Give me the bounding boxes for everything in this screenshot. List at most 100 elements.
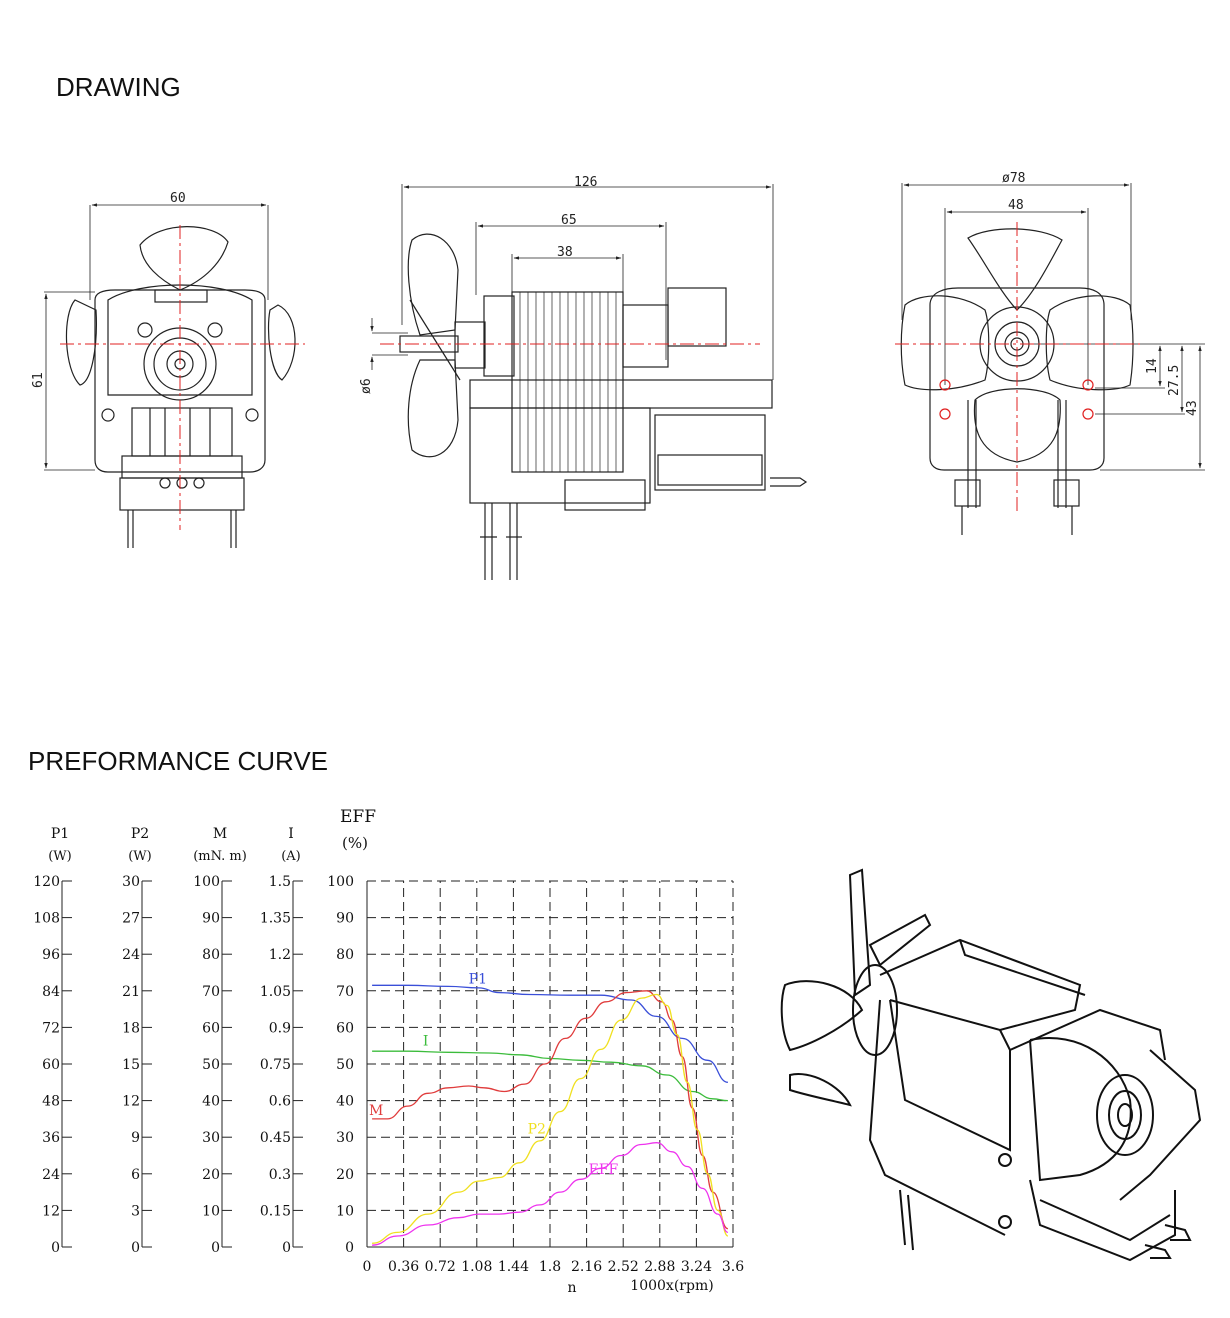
axis-tick-label: 0.6 <box>269 1094 291 1110</box>
chart-axes: P1(W)01224364860728496108120P2(W)0369121… <box>33 807 376 1256</box>
performance-heading: PREFORMANCE CURVE <box>28 746 329 776</box>
axis-tick-label: 12 <box>42 1203 60 1219</box>
dim-hole-pitch: 48 <box>1008 198 1024 213</box>
axis-tick-label: 90 <box>202 911 220 927</box>
dim-fan-diameter: ø78 <box>1002 171 1025 186</box>
axis-tick-label: 60 <box>42 1057 60 1073</box>
series-line-eff <box>372 1142 729 1246</box>
series-line-m <box>372 990 729 1230</box>
axis-tick-label: 0 <box>282 1240 291 1256</box>
motor-illustration <box>780 868 1202 1262</box>
axis-tick-label: 50 <box>336 1057 354 1073</box>
axis-tick-label: 24 <box>122 947 140 963</box>
axis-tick-label: 6 <box>131 1167 140 1183</box>
axis-name-eff: EFF <box>340 807 376 827</box>
dim-27-5: 27.5 <box>1167 365 1182 396</box>
axis-tick-label: 80 <box>336 947 354 963</box>
axis-tick-label: 120 <box>33 874 60 890</box>
front-view <box>44 203 305 548</box>
dim-shaft-6: ø6 <box>359 378 374 394</box>
axis-tick-label: 90 <box>336 911 354 927</box>
axis-unit-eff: (%) <box>342 834 368 852</box>
dim-width-60: 60 <box>170 191 186 206</box>
axis-tick-label: 0.75 <box>260 1057 291 1073</box>
axis-tick-label: 12 <box>122 1094 140 1110</box>
series-label-m: M <box>369 1103 383 1119</box>
axis-tick-label: 84 <box>42 984 60 1000</box>
axis-tick-label: 0 <box>51 1240 60 1256</box>
x-tick-label: 0.36 <box>388 1259 419 1275</box>
side-view <box>370 184 808 580</box>
chart-series <box>372 984 729 1246</box>
dim-height-61: 61 <box>31 372 46 388</box>
axis-tick-label: 0.15 <box>260 1203 291 1219</box>
axis-tick-label: 72 <box>42 1020 60 1036</box>
axis-tick-label: 24 <box>42 1167 60 1183</box>
axis-name-p1: P1 <box>51 826 69 842</box>
axis-unit-i: (A) <box>281 849 301 864</box>
axis-unit-m: (mN. m) <box>193 849 247 864</box>
axis-tick-label: 20 <box>336 1167 354 1183</box>
series-line-p1 <box>372 984 729 1083</box>
axis-tick-label: 0 <box>345 1240 354 1256</box>
x-tick-label: 0.72 <box>425 1259 456 1275</box>
series-label-p2: P2 <box>528 1122 546 1138</box>
axis-tick-label: 96 <box>42 947 60 963</box>
x-tick-label: 1.8 <box>539 1259 561 1275</box>
dim-overall-126: 126 <box>574 175 597 190</box>
dim-14: 14 <box>1145 358 1160 374</box>
x-tick-label: 1.08 <box>461 1259 492 1275</box>
axis-name-m: M <box>213 826 227 842</box>
x-tick-label: 0 <box>363 1259 372 1275</box>
fan-view <box>895 183 1205 535</box>
axis-tick-label: 1.2 <box>269 947 291 963</box>
axis-tick-label: 10 <box>202 1203 220 1219</box>
axis-tick-label: 0.3 <box>269 1167 291 1183</box>
x-tick-label: 3.24 <box>681 1259 712 1275</box>
axis-tick-label: 50 <box>202 1057 220 1073</box>
x-tick-label: 2.52 <box>608 1259 639 1275</box>
axis-tick-label: 15 <box>122 1057 140 1073</box>
axis-tick-label: 0.9 <box>269 1020 291 1036</box>
dim-stack-38: 38 <box>557 245 573 260</box>
axis-tick-label: 18 <box>122 1020 140 1036</box>
x-tick-label: 1.44 <box>498 1259 529 1275</box>
series-label-i: I <box>423 1034 429 1050</box>
chart-grid <box>366 880 734 1248</box>
axis-tick-label: 0 <box>211 1240 220 1256</box>
axis-tick-label: 60 <box>202 1020 220 1036</box>
dim-body-65: 65 <box>561 213 577 228</box>
axis-unit-p1: (W) <box>48 849 72 864</box>
axis-tick-label: 1.35 <box>260 911 291 927</box>
x-axis-label-n: n <box>567 1280 576 1296</box>
axis-tick-label: 100 <box>193 874 220 890</box>
axis-tick-label: 21 <box>122 984 140 1000</box>
axis-tick-label: 3 <box>131 1203 140 1219</box>
axis-tick-label: 30 <box>202 1130 220 1146</box>
axis-tick-label: 60 <box>336 1020 354 1036</box>
series-label-eff: EFF <box>589 1162 619 1178</box>
dim-43: 43 <box>1185 400 1200 416</box>
axis-tick-label: 1.05 <box>260 984 291 1000</box>
drawing-heading: DRAWING <box>56 72 181 102</box>
axis-unit-p2: (W) <box>128 849 152 864</box>
axis-tick-label: 70 <box>336 984 354 1000</box>
axis-tick-label: 1.5 <box>269 874 291 890</box>
axis-tick-label: 40 <box>336 1094 354 1110</box>
x-tick-label: 2.88 <box>644 1259 675 1275</box>
series-line-i <box>372 1050 728 1102</box>
axis-tick-label: 48 <box>42 1094 60 1110</box>
axis-tick-label: 30 <box>336 1130 354 1146</box>
x-axis-label-unit: 1000x(rpm) <box>630 1278 713 1294</box>
axis-tick-label: 80 <box>202 947 220 963</box>
axis-tick-label: 27 <box>122 911 140 927</box>
axis-name-p2: P2 <box>131 826 149 842</box>
x-tick-label: 3.6 <box>722 1259 744 1275</box>
axis-tick-label: 100 <box>327 874 354 890</box>
axis-name-i: I <box>288 826 294 842</box>
x-tick-label: 2.16 <box>571 1259 602 1275</box>
axis-tick-label: 30 <box>122 874 140 890</box>
axis-tick-label: 10 <box>336 1203 354 1219</box>
axis-tick-label: 70 <box>202 984 220 1000</box>
axis-tick-label: 0 <box>131 1240 140 1256</box>
